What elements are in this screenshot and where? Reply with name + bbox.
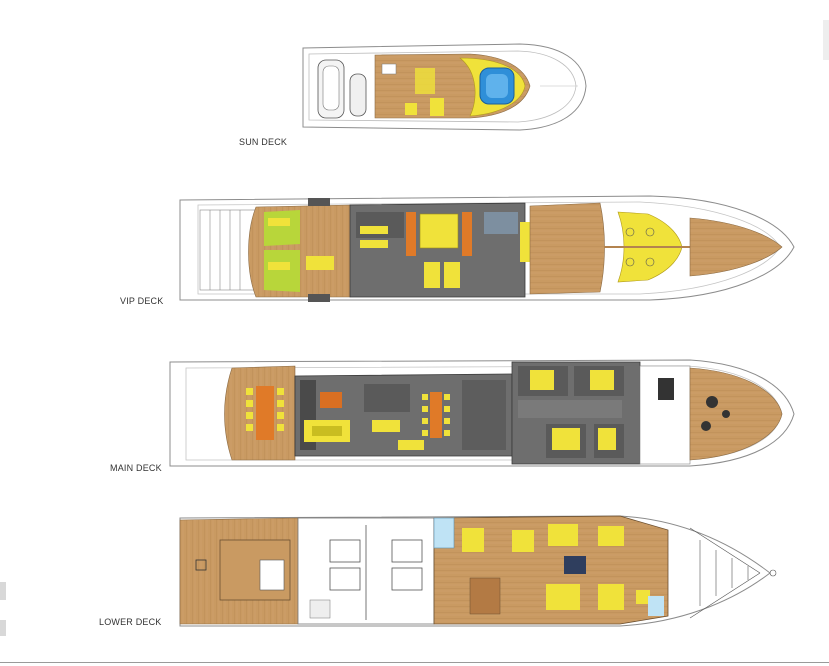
lower-deck-label: LOWER DECK bbox=[99, 617, 162, 627]
main-foredeck bbox=[689, 367, 783, 461]
vip-forward-teak bbox=[529, 202, 605, 295]
master-bed bbox=[419, 213, 459, 249]
lower-deck-plan bbox=[179, 515, 777, 627]
sun-deck-label: SUN DECK bbox=[239, 137, 288, 147]
salon-dining-table bbox=[430, 392, 442, 438]
sun-deck-plan bbox=[302, 43, 587, 131]
vip-deck-label: VIP DECK bbox=[120, 296, 164, 306]
jet-ski bbox=[349, 73, 367, 117]
main-deck-plan bbox=[169, 359, 795, 467]
bow-teak bbox=[689, 217, 783, 277]
aft-dining-table bbox=[256, 386, 274, 440]
bottom-divider bbox=[0, 662, 829, 663]
vip-deck-plan bbox=[179, 195, 795, 302]
main-deck-label: MAIN DECK bbox=[110, 463, 162, 473]
